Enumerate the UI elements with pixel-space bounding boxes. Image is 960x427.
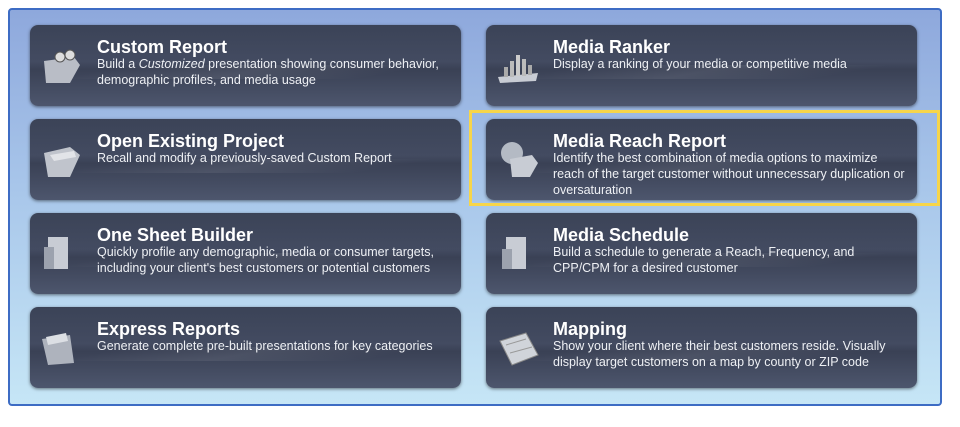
card-title: Media Schedule	[553, 225, 690, 245]
map-icon	[499, 332, 539, 366]
file-box-icon	[42, 333, 74, 365]
schedule-document-icon	[502, 237, 526, 269]
card-description: Recall and modify a previously-saved Cus…	[97, 151, 392, 165]
card-title: Mapping	[553, 319, 627, 339]
card-description: Quickly profile any demographic, media o…	[97, 245, 434, 275]
card-description: Show your client where their best custom…	[553, 339, 886, 369]
card-description: Generate complete pre-built presentation…	[97, 339, 433, 353]
media-schedule-button[interactable]: Media Schedule Build a schedule to gener…	[486, 213, 917, 294]
card-description: Identify the best combination of media o…	[553, 151, 905, 197]
card-title: Media Ranker	[553, 37, 671, 57]
globe-folder-icon	[501, 142, 538, 177]
card-title: Custom Report	[97, 37, 227, 57]
bar-chart-icon	[498, 55, 538, 83]
open-existing-project-button[interactable]: Open Existing Project Recall and modify …	[30, 119, 461, 200]
card-title: Open Existing Project	[97, 131, 285, 151]
binoculars-folder-icon	[44, 49, 80, 83]
custom-report-button[interactable]: Custom Report Build a Customized present…	[30, 25, 461, 106]
mapping-button[interactable]: Mapping Show your client where their bes…	[486, 307, 917, 388]
express-reports-button[interactable]: Express Reports Generate complete pre-bu…	[30, 307, 461, 388]
card-description: Build a schedule to generate a Reach, Fr…	[553, 245, 855, 275]
media-reach-report-button[interactable]: Media Reach Report Identify the best com…	[486, 119, 917, 200]
one-sheet-builder-button[interactable]: One Sheet Builder Quickly profile any de…	[30, 213, 461, 294]
card-description: Build a Customized presentation showing …	[97, 57, 439, 87]
card-title: Express Reports	[97, 319, 241, 339]
card-title: Media Reach Report	[553, 131, 727, 151]
card-description: Display a ranking of your media or compe…	[553, 57, 847, 71]
media-ranker-button[interactable]: Media Ranker Display a ranking of your m…	[486, 25, 917, 106]
card-title: One Sheet Builder	[97, 225, 254, 245]
document-icon	[44, 237, 68, 269]
open-folder-icon	[44, 147, 80, 177]
